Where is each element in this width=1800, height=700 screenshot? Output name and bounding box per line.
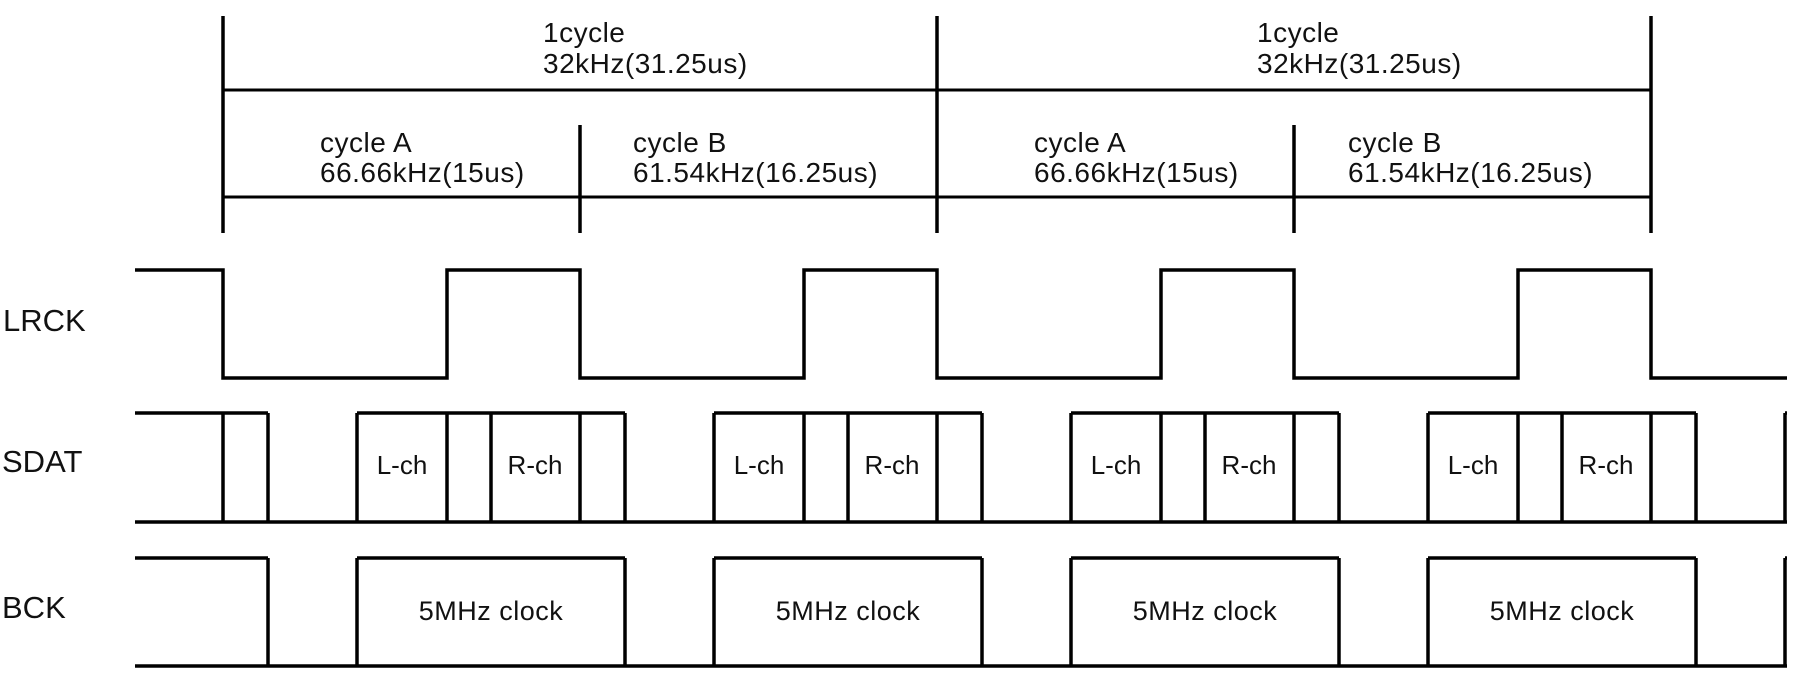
bck-clock-label-2: 5MHz clock: [776, 596, 921, 626]
subcycle-b1-title: cycle B: [633, 127, 727, 158]
cycle-group-2-freq: 32kHz(31.25us): [1257, 48, 1462, 79]
lrck-waveform: [135, 268, 1787, 380]
subcycle-b2-title: cycle B: [1348, 127, 1442, 158]
annotation-labels: 1cycle 32kHz(31.25us) 1cycle 32kHz(31.25…: [320, 17, 1593, 188]
sdat-lch-label-3: L-ch: [1091, 450, 1142, 480]
cycle-group-2-title: 1cycle: [1257, 17, 1339, 48]
sdat-rch-label-1: R-ch: [508, 450, 563, 480]
subcycle-a1-freq: 66.66kHz(15us): [320, 157, 525, 188]
sdat-lch-label-4: L-ch: [1448, 450, 1499, 480]
bck-box-labels: 5MHz clock 5MHz clock 5MHz clock 5MHz cl…: [419, 596, 1635, 626]
signal-label-sdat: SDAT: [2, 444, 82, 479]
sdat-lch-label-1: L-ch: [377, 450, 428, 480]
sdat-cell-labels: L-ch R-ch L-ch R-ch L-ch R-ch L-ch R-ch: [377, 450, 1634, 480]
subcycle-a2-freq: 66.66kHz(15us): [1034, 157, 1239, 188]
sdat-rch-label-4: R-ch: [1579, 450, 1634, 480]
bck-clock-label-1: 5MHz clock: [419, 596, 564, 626]
bck-clock-label-4: 5MHz clock: [1490, 596, 1635, 626]
signal-label-bck: BCK: [2, 590, 66, 625]
subcycle-a2-title: cycle A: [1034, 127, 1126, 158]
subcycle-a1-title: cycle A: [320, 127, 412, 158]
subcycle-b1-freq: 61.54kHz(16.25us): [633, 157, 878, 188]
signal-labels: LRCK SDAT BCK: [2, 303, 86, 625]
bck-clock-label-3: 5MHz clock: [1133, 596, 1278, 626]
cycle-group-1-title: 1cycle: [543, 17, 625, 48]
annotation-bracket-lines: [221, 16, 1653, 233]
sdat-rch-label-2: R-ch: [865, 450, 920, 480]
waveform-lines: [135, 268, 1787, 668]
subcycle-b2-freq: 61.54kHz(16.25us): [1348, 157, 1593, 188]
signal-label-lrck: LRCK: [3, 303, 86, 338]
sdat-lch-label-2: L-ch: [734, 450, 785, 480]
cycle-group-1-freq: 32kHz(31.25us): [543, 48, 748, 79]
sdat-rch-label-3: R-ch: [1222, 450, 1277, 480]
